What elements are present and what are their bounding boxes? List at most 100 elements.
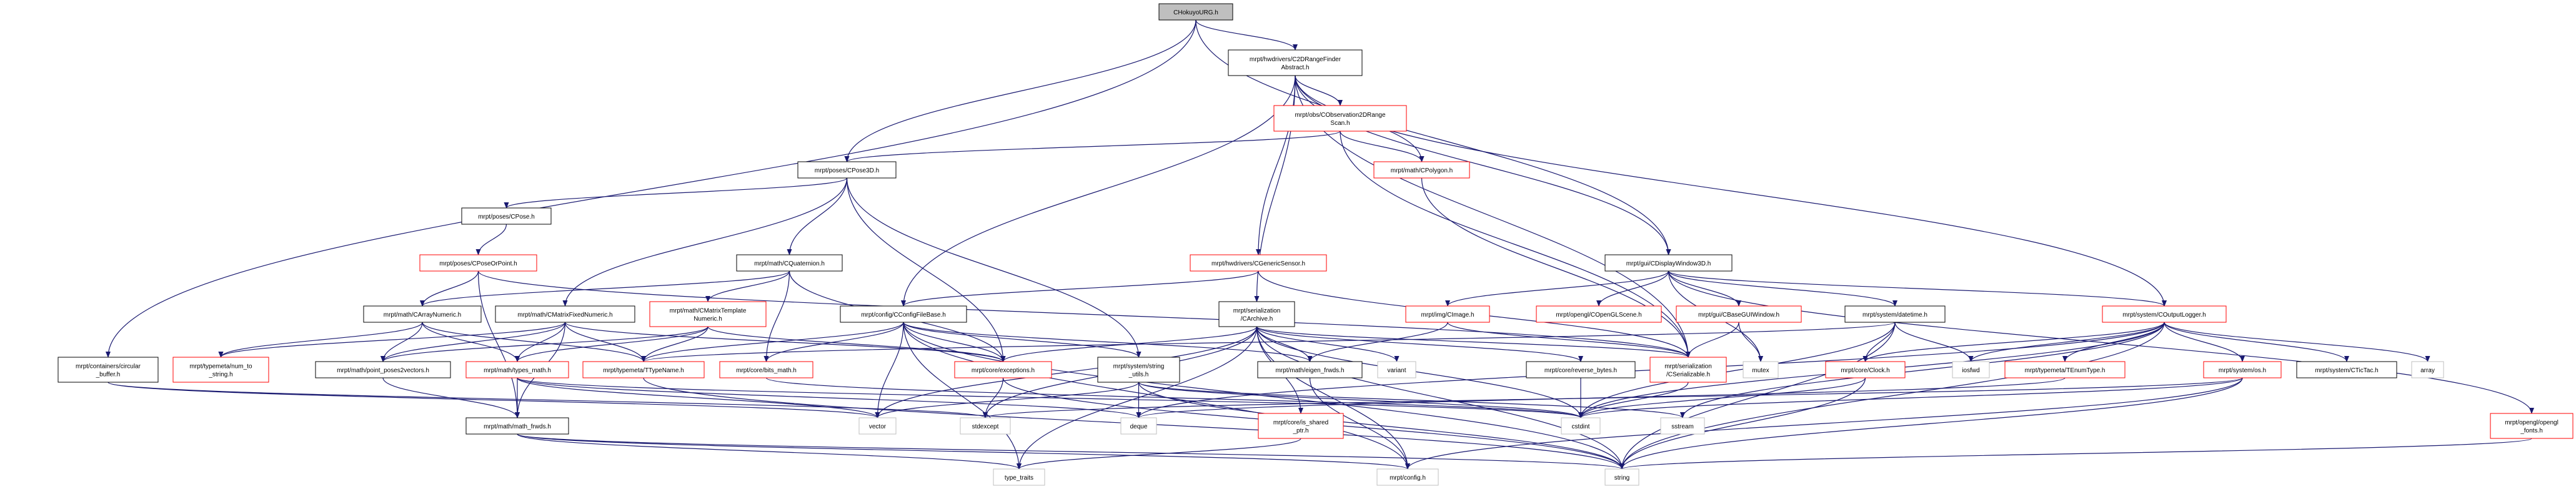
node-box[interactable] (2203, 361, 2282, 378)
node-cimage[interactable]: mrpt/img/CImage.h (1405, 305, 1490, 323)
node-box[interactable] (1536, 305, 1662, 323)
node-oglfonts[interactable]: mrpt/opengl/opengl_fonts.h (2490, 413, 2574, 439)
node-strutils[interactable]: mrpt/system/string_utils.h (1097, 357, 1180, 383)
node-variant[interactable]: variant (1377, 361, 1416, 378)
node-matfixed[interactable]: mrpt/math/CMatrixFixedNumeric.h (495, 305, 635, 323)
node-exceptions[interactable]: mrpt/core/exceptions.h (954, 361, 1052, 378)
node-revbytes[interactable]: mrpt/core/reverse_bytes.h (1526, 361, 1636, 378)
node-box[interactable] (1258, 413, 1344, 439)
node-box[interactable] (1218, 301, 1295, 327)
node-box[interactable] (315, 361, 451, 378)
node-pp2v[interactable]: mrpt/math/point_poses2vectors.h (315, 361, 451, 378)
node-box[interactable] (2411, 361, 2444, 378)
node-box[interactable] (1561, 417, 1601, 435)
node-numtostr[interactable]: mrpt/typemeta/num_to_string.h (172, 357, 269, 383)
node-deque[interactable]: deque (1120, 417, 1157, 435)
node-box[interactable] (736, 254, 843, 272)
node-genericsensor[interactable]: mrpt/hwdrivers/CGenericSensor.h (1190, 254, 1327, 272)
node-box[interactable] (1526, 361, 1636, 378)
node-polygon[interactable]: mrpt/math/CPolygon.h (1373, 161, 1470, 179)
node-eigen[interactable]: mrpt/math/eigen_frwds.h (1257, 361, 1363, 378)
node-sstream[interactable]: sstream (1660, 417, 1705, 435)
node-string[interactable]: string (1604, 468, 1639, 486)
node-baseguiwin[interactable]: mrpt/gui/CBaseGUIWindow.h (1676, 305, 1802, 323)
node-box[interactable] (1649, 357, 1727, 383)
node-box[interactable] (1373, 161, 1470, 179)
node-tenum[interactable]: mrpt/typemeta/TEnumType.h (2004, 361, 2126, 378)
node-mutex[interactable]: mutex (1743, 361, 1779, 378)
node-box[interactable] (465, 417, 569, 435)
node-box[interactable] (1660, 417, 1705, 435)
node-circbuf[interactable]: mrpt/containers/circular_buffer.h (57, 357, 159, 383)
node-box[interactable] (1676, 305, 1802, 323)
node-clock[interactable]: mrpt/core/Clock.h (1825, 361, 1906, 378)
node-os[interactable]: mrpt/system/os.h (2203, 361, 2282, 378)
node-box[interactable] (2296, 361, 2397, 378)
node-hokuyo[interactable]: CHokuyoURG.h (1158, 3, 1233, 21)
node-box[interactable] (495, 305, 635, 323)
node-box[interactable] (1604, 468, 1639, 486)
node-box[interactable] (993, 468, 1045, 486)
node-box[interactable] (465, 361, 569, 378)
node-datetime[interactable]: mrpt/system/datetime.h (1844, 305, 1946, 323)
node-box[interactable] (1952, 361, 1990, 378)
node-box[interactable] (1273, 105, 1407, 132)
node-box[interactable] (840, 305, 967, 323)
node-cstdint[interactable]: cstdint (1561, 417, 1601, 435)
node-box[interactable] (649, 301, 767, 327)
node-box[interactable] (461, 207, 552, 225)
node-tictac[interactable]: mrpt/system/CTicTac.h (2296, 361, 2397, 378)
node-box[interactable] (1376, 468, 1439, 486)
node-box[interactable] (1844, 305, 1946, 323)
node-box[interactable] (1825, 361, 1906, 378)
node-box[interactable] (858, 417, 897, 435)
node-poseorpoint[interactable]: mrpt/poses/CPoseOrPoint.h (419, 254, 537, 272)
node-iosfwd[interactable]: iosfwd (1952, 361, 1990, 378)
node-box[interactable] (1604, 254, 1733, 272)
node-box[interactable] (419, 254, 537, 272)
node-vector[interactable]: vector (858, 417, 897, 435)
node-dispwin[interactable]: mrpt/gui/CDisplayWindow3D.h (1604, 254, 1733, 272)
node-isshared[interactable]: mrpt/core/is_shared_ptr.h (1258, 413, 1344, 439)
node-typesmath[interactable]: mrpt/math/types_math.h (465, 361, 569, 378)
node-box[interactable] (960, 417, 1011, 435)
node-config[interactable]: mrpt/config.h (1376, 468, 1439, 486)
node-outlogger[interactable]: mrpt/system/COutputLogger.h (2102, 305, 2227, 323)
node-box[interactable] (797, 161, 897, 179)
node-array[interactable]: array (2411, 361, 2444, 378)
node-box[interactable] (2004, 361, 2126, 378)
node-box[interactable] (1405, 305, 1490, 323)
node-box[interactable] (582, 361, 705, 378)
node-pose[interactable]: mrpt/poses/CPose.h (461, 207, 552, 225)
node-box[interactable] (57, 357, 159, 383)
node-box[interactable] (172, 357, 269, 383)
node-box[interactable] (719, 361, 813, 378)
node-box[interactable] (954, 361, 1052, 378)
node-box[interactable] (363, 305, 482, 323)
node-stdexcept[interactable]: stdexcept (960, 417, 1011, 435)
node-serializable[interactable]: mrpt/serialization/CSerializable.h (1649, 357, 1727, 383)
node-box[interactable] (1228, 49, 1363, 76)
node-pose3d[interactable]: mrpt/poses/CPose3D.h (797, 161, 897, 179)
node-bitsmath[interactable]: mrpt/core/bits_math.h (719, 361, 813, 378)
node-box[interactable] (1158, 3, 1233, 21)
node-openglscene[interactable]: mrpt/opengl/COpenGLScene.h (1536, 305, 1662, 323)
node-box[interactable] (1097, 357, 1180, 383)
node-box[interactable] (1190, 254, 1327, 272)
node-configfile[interactable]: mrpt/config/CConfigFileBase.h (840, 305, 967, 323)
node-typetraits[interactable]: type_traits (993, 468, 1045, 486)
node-box[interactable] (2490, 413, 2574, 439)
node-box[interactable] (1257, 361, 1363, 378)
node-ttypename[interactable]: mrpt/typemeta/TTypeName.h (582, 361, 705, 378)
node-box[interactable] (2102, 305, 2227, 323)
node-archive[interactable]: mrpt/serialization/CArchive.h (1218, 301, 1295, 327)
node-box[interactable] (1377, 361, 1416, 378)
node-mathfrwds[interactable]: mrpt/math/math_frwds.h (465, 417, 569, 435)
node-quaternion[interactable]: mrpt/math/CQuaternion.h (736, 254, 843, 272)
node-box[interactable] (1743, 361, 1779, 378)
node-arraynum[interactable]: mrpt/math/CArrayNumeric.h (363, 305, 482, 323)
node-box[interactable] (1120, 417, 1157, 435)
